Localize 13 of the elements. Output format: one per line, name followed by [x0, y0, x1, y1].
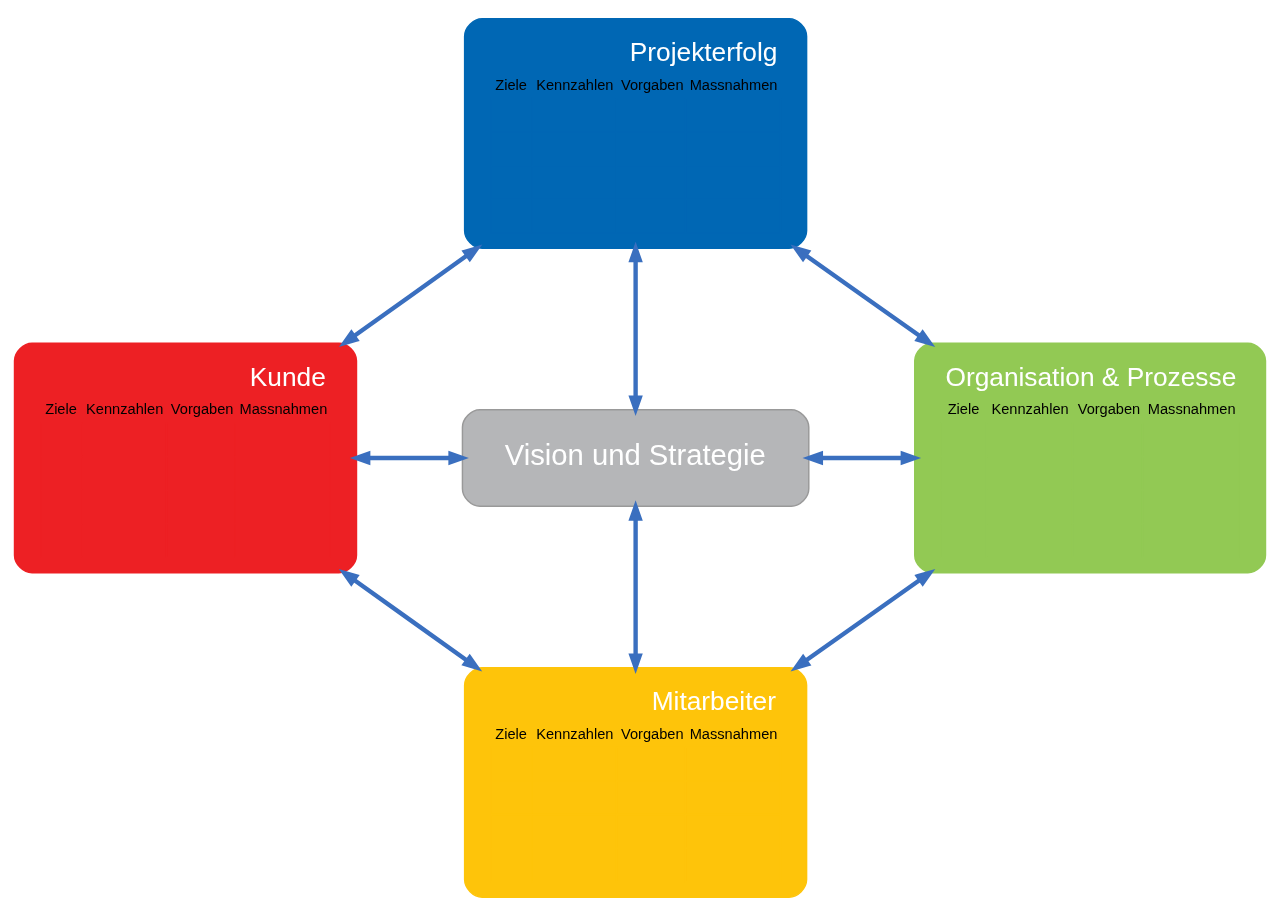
arrow [802, 450, 922, 466]
arrow [338, 244, 483, 347]
arrow [349, 450, 469, 466]
node-box: Organisation & Prozesse Ziele Kennzahlen Vorgaben Massnahmen [914, 342, 1267, 574]
arrow [628, 241, 643, 417]
node-box: Kunde Ziele Kennzahlen Vorgaben Massnahmen [13, 342, 358, 574]
node-box: Vision und Strategie [461, 409, 810, 507]
arrow [790, 568, 936, 672]
node-box: Projekterfolg Ziele Kennzahlen Vorgaben Massnahmen [463, 18, 808, 249]
arrow [790, 244, 936, 347]
arrow [628, 500, 643, 674]
node-box: Mitarbeiter Ziele Kennzahlen Vorgaben Massnahmen [463, 667, 808, 898]
arrow [338, 568, 483, 672]
